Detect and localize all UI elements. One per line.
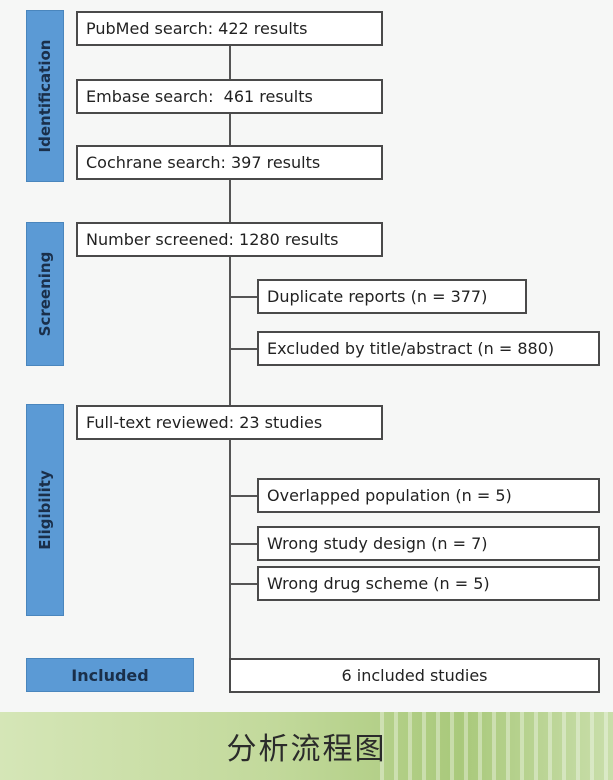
branch-title-abstract <box>230 348 258 350</box>
stage-eligibility-label: Eligibility <box>36 470 54 550</box>
embase-search-box: Embase search: 461 results <box>76 79 383 114</box>
cochrane-search-text: Cochrane search: 397 results <box>86 153 321 172</box>
overlapped-population-text: Overlapped population (n = 5) <box>267 486 512 505</box>
branch-drug-scheme <box>230 583 258 585</box>
wrong-study-design-box: Wrong study design (n = 7) <box>257 526 600 561</box>
embase-search-text: Embase search: 461 results <box>86 87 313 106</box>
excluded-title-abstract-box: Excluded by title/abstract (n = 880) <box>257 331 600 366</box>
main-flow-line <box>229 46 231 660</box>
wrong-drug-scheme-text: Wrong drug scheme (n = 5) <box>267 574 490 593</box>
included-studies-box: 6 included studies <box>229 658 600 693</box>
number-screened-box: Number screened: 1280 results <box>76 222 383 257</box>
stage-identification: Identification <box>26 10 64 182</box>
duplicate-reports-text: Duplicate reports (n = 377) <box>267 287 488 306</box>
branch-overlapped <box>230 495 258 497</box>
overlapped-population-box: Overlapped population (n = 5) <box>257 478 600 513</box>
stage-eligibility: Eligibility <box>26 404 64 616</box>
wrong-drug-scheme-box: Wrong drug scheme (n = 5) <box>257 566 600 601</box>
full-text-reviewed-box: Full-text reviewed: 23 studies <box>76 405 383 440</box>
stage-screening-label: Screening <box>36 251 54 337</box>
pubmed-search-box: PubMed search: 422 results <box>76 11 383 46</box>
included-studies-text: 6 included studies <box>341 666 488 685</box>
flow-diagram: Identification Screening Eligibility Inc… <box>26 10 600 693</box>
footer-banner: 分析流程图 <box>0 712 613 780</box>
stage-included: Included <box>26 658 194 692</box>
full-text-reviewed-text: Full-text reviewed: 23 studies <box>86 413 323 432</box>
wrong-study-design-text: Wrong study design (n = 7) <box>267 534 488 553</box>
branch-study-design <box>230 543 258 545</box>
excluded-title-abstract-text: Excluded by title/abstract (n = 880) <box>267 339 555 358</box>
footer-title: 分析流程图 <box>226 732 387 767</box>
stage-included-label: Included <box>71 665 149 685</box>
banner-decoration <box>380 712 613 780</box>
pubmed-search-text: PubMed search: 422 results <box>86 19 308 38</box>
number-screened-text: Number screened: 1280 results <box>86 230 339 249</box>
cochrane-search-box: Cochrane search: 397 results <box>76 145 383 180</box>
stage-screening: Screening <box>26 222 64 366</box>
duplicate-reports-box: Duplicate reports (n = 377) <box>257 279 527 314</box>
branch-duplicates <box>230 296 258 298</box>
stage-identification-label: Identification <box>36 39 54 153</box>
